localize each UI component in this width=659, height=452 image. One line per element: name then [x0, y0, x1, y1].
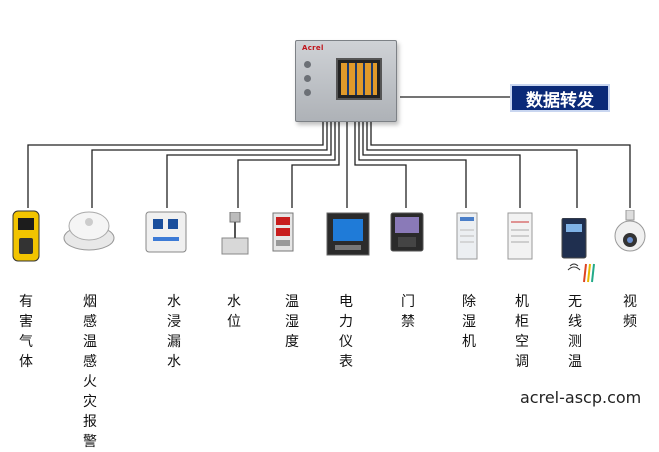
device-label-dehum: 除湿 机 — [462, 294, 476, 350]
device-label-water: 水浸 漏水 — [167, 294, 181, 370]
device-label-humid: 温湿 度 — [285, 294, 299, 350]
device-label-wireless: 无线 测温 — [568, 294, 582, 370]
device-label-door: 门禁 — [401, 294, 415, 330]
wiring-diagram — [27, 96, 631, 208]
water-leak-sensor-icon — [145, 211, 187, 253]
controller-knob — [304, 61, 311, 68]
wireless-temp-sensor-icon — [560, 217, 596, 284]
controller-knob — [304, 75, 311, 82]
device-wire — [362, 121, 521, 208]
access-control-icon — [390, 212, 424, 252]
cabinet-ac-icon — [507, 212, 533, 260]
device-label-gas: 有害 气体 — [19, 294, 33, 370]
smoke-detector-icon — [62, 208, 116, 252]
device-wire — [237, 121, 336, 208]
device-wire — [166, 121, 332, 208]
monitoring-host: Acrel — [295, 40, 397, 122]
device-label-level: 水位 — [227, 294, 241, 330]
gas-detector-icon — [12, 210, 40, 262]
controller-screen — [336, 58, 382, 100]
controller-knob — [304, 89, 311, 96]
power-meter-icon — [326, 212, 370, 256]
device-wire — [354, 121, 407, 208]
device-label-video: 视频 — [623, 294, 637, 330]
device-wire — [358, 121, 467, 208]
dehumidifier-icon — [456, 212, 478, 260]
device-wire — [370, 121, 631, 208]
water-level-sensor-icon — [220, 211, 250, 256]
device-wire — [91, 121, 328, 208]
device-wire — [366, 121, 578, 208]
controller-brand: Acrel — [302, 44, 324, 52]
temp-humidity-controller-icon — [272, 212, 294, 252]
website-watermark: acrel-ascp.com — [520, 388, 642, 407]
device-label-smoke: 烟感 温感 火灾 报警 — [83, 294, 97, 450]
device-label-ac: 机柜 空调 — [515, 294, 529, 370]
dome-camera-icon — [612, 209, 648, 258]
data-relay-box: 数据转发 — [510, 84, 610, 112]
device-wire — [291, 121, 340, 208]
device-label-meter: 电力 仪表 — [339, 294, 353, 370]
device-wire — [27, 121, 324, 208]
